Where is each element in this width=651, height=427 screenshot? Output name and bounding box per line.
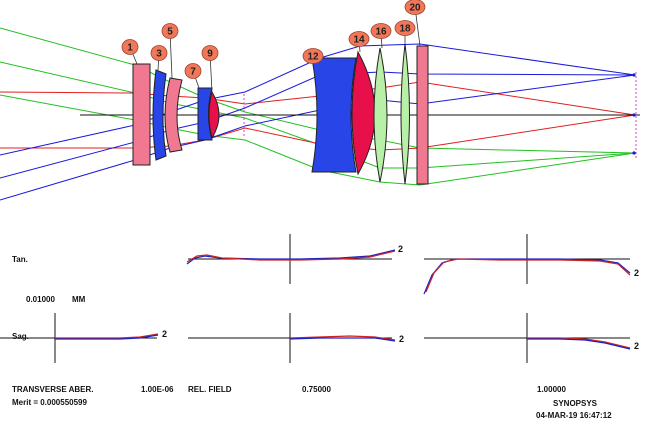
surface-tag-bubble-5 [161,23,179,39]
timestamp: 04-MAR-19 16:47:12 [536,411,612,420]
surface-tag-14: 14 [353,35,365,46]
image-point-2 [632,151,636,155]
lens-element-9 [400,43,410,185]
lens-element-10 [416,45,429,185]
tan-curve-full-red [425,258,631,293]
scale-unit: MM [72,295,86,304]
sag-curve-mid-blue [289,337,396,342]
lens-elements [132,43,429,185]
surface-tag-bubble-9 [201,45,219,61]
field-full: 1.00000 [537,385,566,394]
wavelength: 1.00E-06 [141,385,174,394]
sag-label-0: 2 [162,329,167,339]
field-label: REL. FIELD [188,385,232,394]
tan-curve-mid-red [186,250,396,263]
surface-tag-bubble-3 [150,45,168,61]
field-mid: 0.75000 [302,385,331,394]
tan-label-mid: 2 [398,244,403,254]
plot-title: TRANSVERSE ABER. [12,385,94,394]
surface-tag-5: 5 [167,27,173,38]
merit-value: Merit = 0.000550599 [12,398,87,407]
lens-element-8 [373,47,388,183]
lens-element-7 [351,50,376,176]
surface-tag-bubble-16 [370,23,392,39]
surface-tag-bubble-20 [404,0,426,15]
sag-curve-full-blue [527,338,631,350]
surface-tag-12: 12 [307,52,319,63]
lens-element-1 [132,63,151,166]
sag-curve-full-red [527,337,631,349]
sag-label-full: 2 [634,341,639,351]
surface-tag-bubble-14 [348,31,370,47]
surface-tag-20: 20 [409,3,421,14]
surface-tag-16: 16 [375,27,387,38]
surface-tag-7: 7 [190,67,196,78]
tan-label-full: 2 [634,268,639,278]
sag-curve-mid-red [289,335,396,341]
surface-tag-bubble-12 [302,48,324,64]
tan-label: Tan. [12,255,28,264]
aberration-plots: 2 2 2 2 2 [0,234,639,363]
image-point-0 [632,73,636,77]
lens-element-6 [311,57,357,173]
surface-tag-bubble-7 [184,63,202,79]
surface-tag-bubble-18 [394,20,416,36]
lens-element-2 [152,69,167,161]
surface-tag-1: 1 [127,43,133,54]
sag-label-mid: 2 [399,334,404,344]
surface-tags: 1 35 79 12 14 16 18 20 [121,0,426,93]
tan-curve-mid-blue [186,249,396,265]
lens-element-3 [164,77,183,153]
sag-curve-0-blue [55,334,159,340]
lens-element-5 [208,90,220,140]
surface-tag-bubble-1 [121,39,139,55]
image-point-1 [632,113,636,117]
sag-curve-0-red [55,333,159,339]
surface-tag-3: 3 [156,49,162,60]
scale-value: 0.01000 [26,295,55,304]
brand: SYNOPSYS [553,399,598,408]
sag-label: Sag. [12,332,29,341]
surface-tag-18: 18 [399,24,411,35]
surface-tag-9: 9 [207,49,213,60]
